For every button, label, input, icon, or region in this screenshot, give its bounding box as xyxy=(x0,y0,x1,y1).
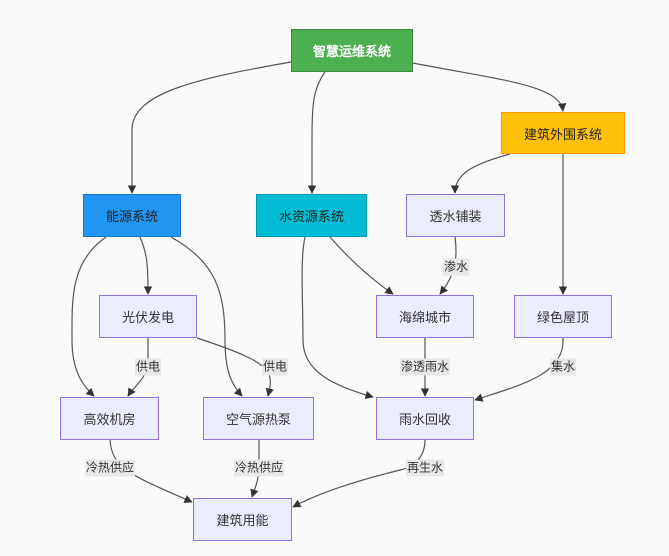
edge-pv-heatpump xyxy=(196,337,274,397)
node-label: 光伏发电 xyxy=(121,311,174,326)
edge-envelope-permeable xyxy=(450,153,511,194)
edge-label-permeable-sponge: 渗水 xyxy=(442,258,470,276)
edge-energy-pv xyxy=(139,236,153,295)
edge-water-sponge xyxy=(329,236,394,295)
node-water-system[interactable]: 水资源系统 xyxy=(256,194,367,237)
node-label: 雨水回收 xyxy=(398,413,451,428)
node-building-envelope-system[interactable]: 建筑外围系统 xyxy=(501,112,625,154)
edge-label-pv-plant: 供电 xyxy=(134,358,162,376)
node-air-source-heat-pump[interactable]: 空气源热泵 xyxy=(203,397,314,440)
node-sponge-city[interactable]: 海绵城市 xyxy=(376,295,474,338)
node-label: 能源系统 xyxy=(105,210,158,225)
edge-water-rain xyxy=(301,236,374,400)
edge-label-heatpump-building: 冷热供应 xyxy=(233,459,285,477)
node-label: 高效机房 xyxy=(83,413,136,428)
node-building-energy-use[interactable]: 建筑用能 xyxy=(193,498,292,541)
node-label: 建筑外围系统 xyxy=(523,127,602,143)
edge-root-envelope xyxy=(412,62,567,112)
node-green-roof[interactable]: 绿色屋顶 xyxy=(514,295,612,338)
node-label: 透水铺装 xyxy=(429,210,482,225)
edge-label-plant-building: 冷热供应 xyxy=(84,459,136,477)
node-efficient-plant-room[interactable]: 高效机房 xyxy=(60,397,159,440)
node-rainwater-recovery[interactable]: 雨水回收 xyxy=(376,397,474,440)
node-energy-system[interactable]: 能源系统 xyxy=(83,194,181,237)
edge-root-water xyxy=(307,71,326,194)
node-permeable-paving[interactable]: 透水铺装 xyxy=(406,194,505,237)
node-smart-ops-system[interactable]: 智慧运维系统 xyxy=(291,29,413,72)
edge-label-pv-heatpump: 供电 xyxy=(261,358,289,376)
edge-label-greenroof-rain: 集水 xyxy=(549,358,577,376)
node-label: 绿色屋顶 xyxy=(536,311,589,326)
edge-label-sponge-rain: 渗透雨水 xyxy=(399,358,451,376)
edge-rain-building xyxy=(292,439,426,508)
edge-label-rain-building: 再生水 xyxy=(405,459,445,477)
node-label: 智慧运维系统 xyxy=(312,45,391,60)
node-label: 空气源热泵 xyxy=(225,413,291,428)
node-pv-generation[interactable]: 光伏发电 xyxy=(99,295,197,338)
edge-energy-plant xyxy=(71,236,107,397)
node-label: 海绵城市 xyxy=(398,311,451,326)
edge-root-energy xyxy=(127,61,292,194)
node-label: 水资源系统 xyxy=(278,210,344,225)
edge-greenroof-rain xyxy=(474,337,564,402)
edge-energy-heatpump xyxy=(170,236,243,397)
node-label: 建筑用能 xyxy=(216,514,269,529)
